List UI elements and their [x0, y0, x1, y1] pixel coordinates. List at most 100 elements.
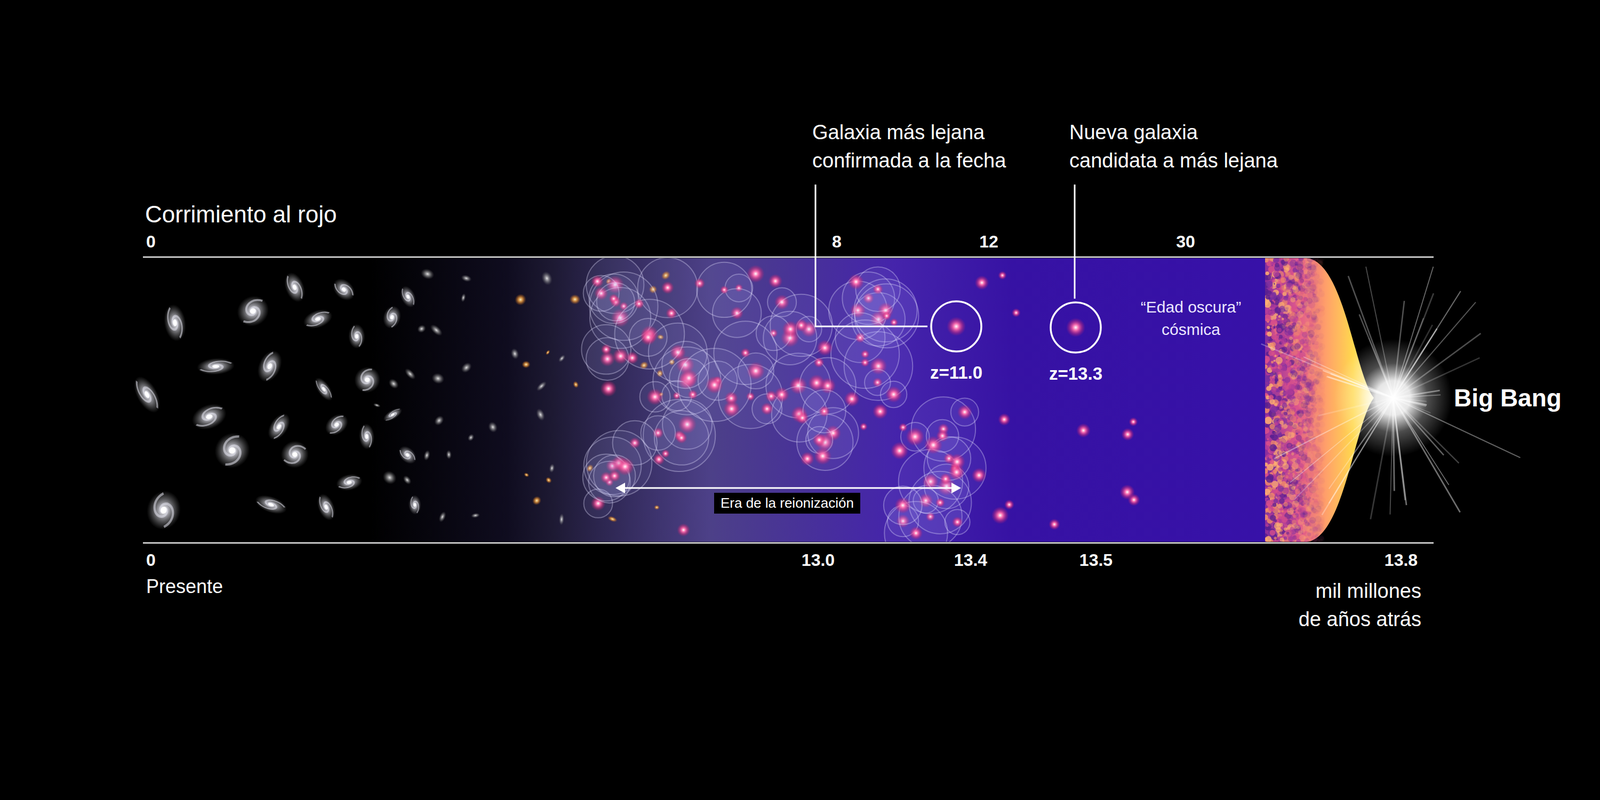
- texture-dot: [1278, 386, 1283, 390]
- texture-dot: [1303, 496, 1308, 501]
- young-galaxy: [512, 291, 529, 308]
- elliptical-galaxy: [558, 513, 565, 526]
- early-galaxy: [1121, 428, 1135, 442]
- galaxy-core: [160, 506, 168, 515]
- spiral-arm: [398, 448, 412, 461]
- galaxy-disk: [252, 491, 290, 518]
- texture-dot: [1283, 536, 1288, 541]
- spiral-arm: [388, 408, 402, 418]
- texture-dot: [1288, 401, 1295, 408]
- spiral-arm: [243, 296, 266, 317]
- texture-dot: [1273, 258, 1279, 263]
- early-galaxy: [991, 506, 1010, 525]
- ionized-bubble: [802, 389, 846, 433]
- early-galaxy: [616, 457, 635, 476]
- galaxy-disk: [252, 346, 287, 387]
- early-galaxy: [633, 298, 645, 310]
- early-galaxy: [800, 451, 815, 466]
- texture-dot: [1315, 317, 1319, 321]
- early-galaxy: [781, 320, 799, 338]
- early-galaxy: [935, 497, 946, 508]
- texture-dot: [1266, 331, 1272, 338]
- texture-dot: [1305, 417, 1308, 420]
- elliptical-galaxy: [486, 420, 499, 435]
- elliptical-galaxy: [419, 266, 436, 282]
- texture-dot: [1320, 320, 1324, 324]
- spiral-arm: [329, 413, 347, 429]
- texture-dot: [1275, 356, 1283, 364]
- texture-dot: [1316, 278, 1321, 283]
- young-galaxy: [569, 293, 581, 305]
- spiral-galaxy: [252, 491, 290, 518]
- texture-dot: [1283, 411, 1288, 416]
- texture-dot: [1307, 314, 1315, 322]
- spiral-arm: [358, 366, 377, 386]
- texture-dot: [1314, 534, 1319, 539]
- galaxy-disk: [321, 409, 352, 440]
- texture-dot: [1265, 433, 1272, 440]
- early-galaxy: [848, 274, 864, 291]
- early-galaxy: [768, 274, 783, 289]
- texture-dot: [1304, 381, 1311, 389]
- galaxy-disk: [128, 372, 166, 418]
- texture-dot: [1265, 446, 1268, 450]
- early-galaxy: [957, 404, 973, 420]
- texture-dot: [1289, 515, 1293, 519]
- texture-dot: [1314, 534, 1318, 538]
- elliptical-galaxy: [466, 432, 476, 443]
- texture-dot: [1309, 264, 1317, 271]
- young-galaxy: [544, 475, 554, 485]
- texture-dot: [1318, 515, 1324, 521]
- spiral-galaxy: [231, 290, 275, 333]
- galaxy-disk: [263, 409, 295, 444]
- texture-dot: [1279, 523, 1284, 527]
- early-galaxy: [1004, 499, 1015, 510]
- early-galaxy: [723, 400, 740, 418]
- young-galaxy: [653, 505, 660, 510]
- early-galaxy: [1119, 484, 1135, 500]
- ionized-bubble: [945, 509, 971, 535]
- galaxy-disk: [280, 269, 309, 306]
- texture-dot: [1294, 343, 1301, 350]
- galaxy-disk: [188, 398, 230, 435]
- spiral-galaxy: [252, 346, 287, 387]
- galaxy-core: [227, 445, 237, 455]
- galaxy-disk: [161, 302, 189, 343]
- early-galaxy: [889, 318, 899, 327]
- early-galaxy: [796, 411, 810, 425]
- texture-dot: [1310, 418, 1313, 421]
- texture-dot: [1291, 374, 1296, 379]
- spiral-galaxy: [395, 442, 420, 468]
- galaxy-core: [363, 376, 371, 383]
- elliptical-galaxy: [534, 379, 549, 393]
- early-galaxy: [860, 357, 870, 367]
- texture-dot: [1308, 301, 1316, 309]
- ionized-bubble: [880, 381, 908, 408]
- texture-dot: [1277, 504, 1280, 507]
- texture-dot: [1268, 350, 1274, 356]
- texture-dot: [1287, 301, 1290, 304]
- galaxy-disk: [408, 494, 422, 516]
- texture-dot: [1296, 384, 1302, 390]
- texture-dot: [1288, 310, 1292, 315]
- spiral-arm: [200, 404, 224, 422]
- early-galaxy: [974, 275, 990, 291]
- texture-dot: [1272, 430, 1276, 435]
- spiral-arm: [343, 475, 360, 486]
- spiral-arm: [209, 360, 232, 369]
- elliptical-galaxy: [380, 468, 400, 488]
- texture-dot: [1283, 296, 1288, 301]
- texture-dot: [1300, 297, 1307, 304]
- spiral-arm: [152, 492, 172, 518]
- texture-dot: [1321, 293, 1326, 298]
- galaxy-disk: [381, 405, 405, 424]
- spiral-arm: [351, 325, 359, 341]
- galaxy-core: [143, 390, 151, 399]
- early-galaxy: [909, 526, 923, 540]
- spiral-arm: [361, 425, 369, 442]
- texture-dot: [1283, 396, 1286, 399]
- texture-dot: [1302, 524, 1305, 527]
- early-galaxy: [890, 441, 909, 460]
- early-galaxy: [939, 473, 952, 485]
- texture-dot: [1274, 402, 1278, 406]
